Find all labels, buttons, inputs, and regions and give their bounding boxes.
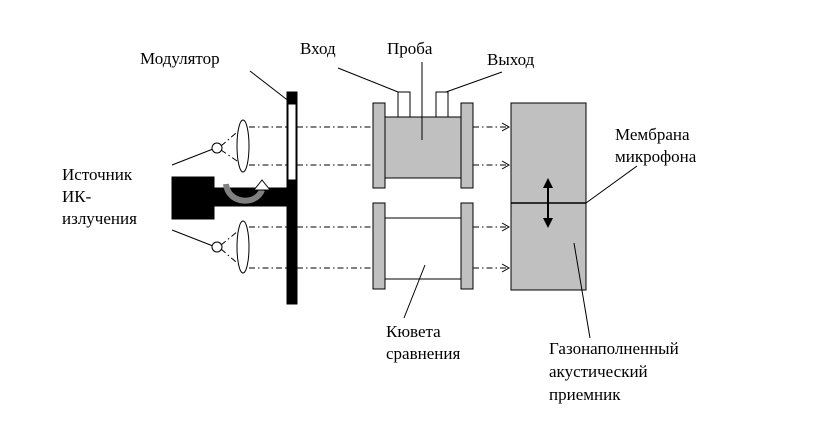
ir-source [171, 176, 215, 220]
modulator-disk-black [286, 91, 298, 305]
lens-bottom [236, 220, 250, 274]
label-membrane-2: микрофона [615, 147, 697, 166]
label-outlet: Выход [487, 50, 535, 69]
label-source-3: излучения [62, 209, 137, 228]
sample-cell-window-right [460, 102, 474, 189]
outlet-pipe [435, 91, 449, 118]
reference-cell-window-left [372, 202, 386, 290]
leader-detector [573, 242, 591, 339]
arrowhead-1 [501, 122, 511, 132]
cone-top-upper [220, 126, 244, 147]
label-membrane-1: Мембрана [615, 125, 690, 144]
lens-top [236, 119, 250, 173]
inlet-pipe [397, 91, 411, 118]
source-lead-bottom [171, 229, 214, 247]
emitter-top [211, 142, 223, 154]
label-detector-1: Газонаполненный [549, 339, 679, 358]
leader-membrane [585, 165, 638, 204]
modulator-window [287, 103, 297, 181]
label-inlet: Вход [300, 39, 336, 58]
leader-modulator [249, 70, 291, 103]
leader-reference [403, 264, 426, 319]
arrowhead-3 [501, 222, 511, 232]
label-detector-2: акустический [549, 362, 648, 381]
label-detector-3: приемник [549, 385, 621, 404]
reference-cell-window-right [460, 202, 474, 290]
label-reference-2: сравнения [386, 344, 460, 363]
label-reference-1: Кювета [386, 322, 441, 341]
rotation-arrow [223, 183, 265, 204]
arrowhead-2 [501, 160, 511, 170]
cone-top-lower [220, 149, 244, 166]
label-modulator: Модулятор [140, 49, 220, 68]
source-lead-top [171, 148, 214, 166]
emitter-bottom [211, 241, 223, 253]
label-sample: Проба [387, 39, 433, 58]
label-source-1: Источник [62, 165, 133, 184]
sample-cell-body [384, 116, 462, 179]
label-source-2: ИК- [62, 187, 92, 206]
leader-inlet [337, 67, 399, 93]
sample-cell-window-left [372, 102, 386, 189]
cone-bottom-lower [220, 248, 244, 269]
leader-outlet [445, 71, 503, 93]
rotation-arrow-head [252, 179, 272, 191]
membrane-arrow-down [543, 218, 553, 228]
arrowhead-4 [501, 263, 511, 273]
membrane-arrow-up [543, 178, 553, 188]
